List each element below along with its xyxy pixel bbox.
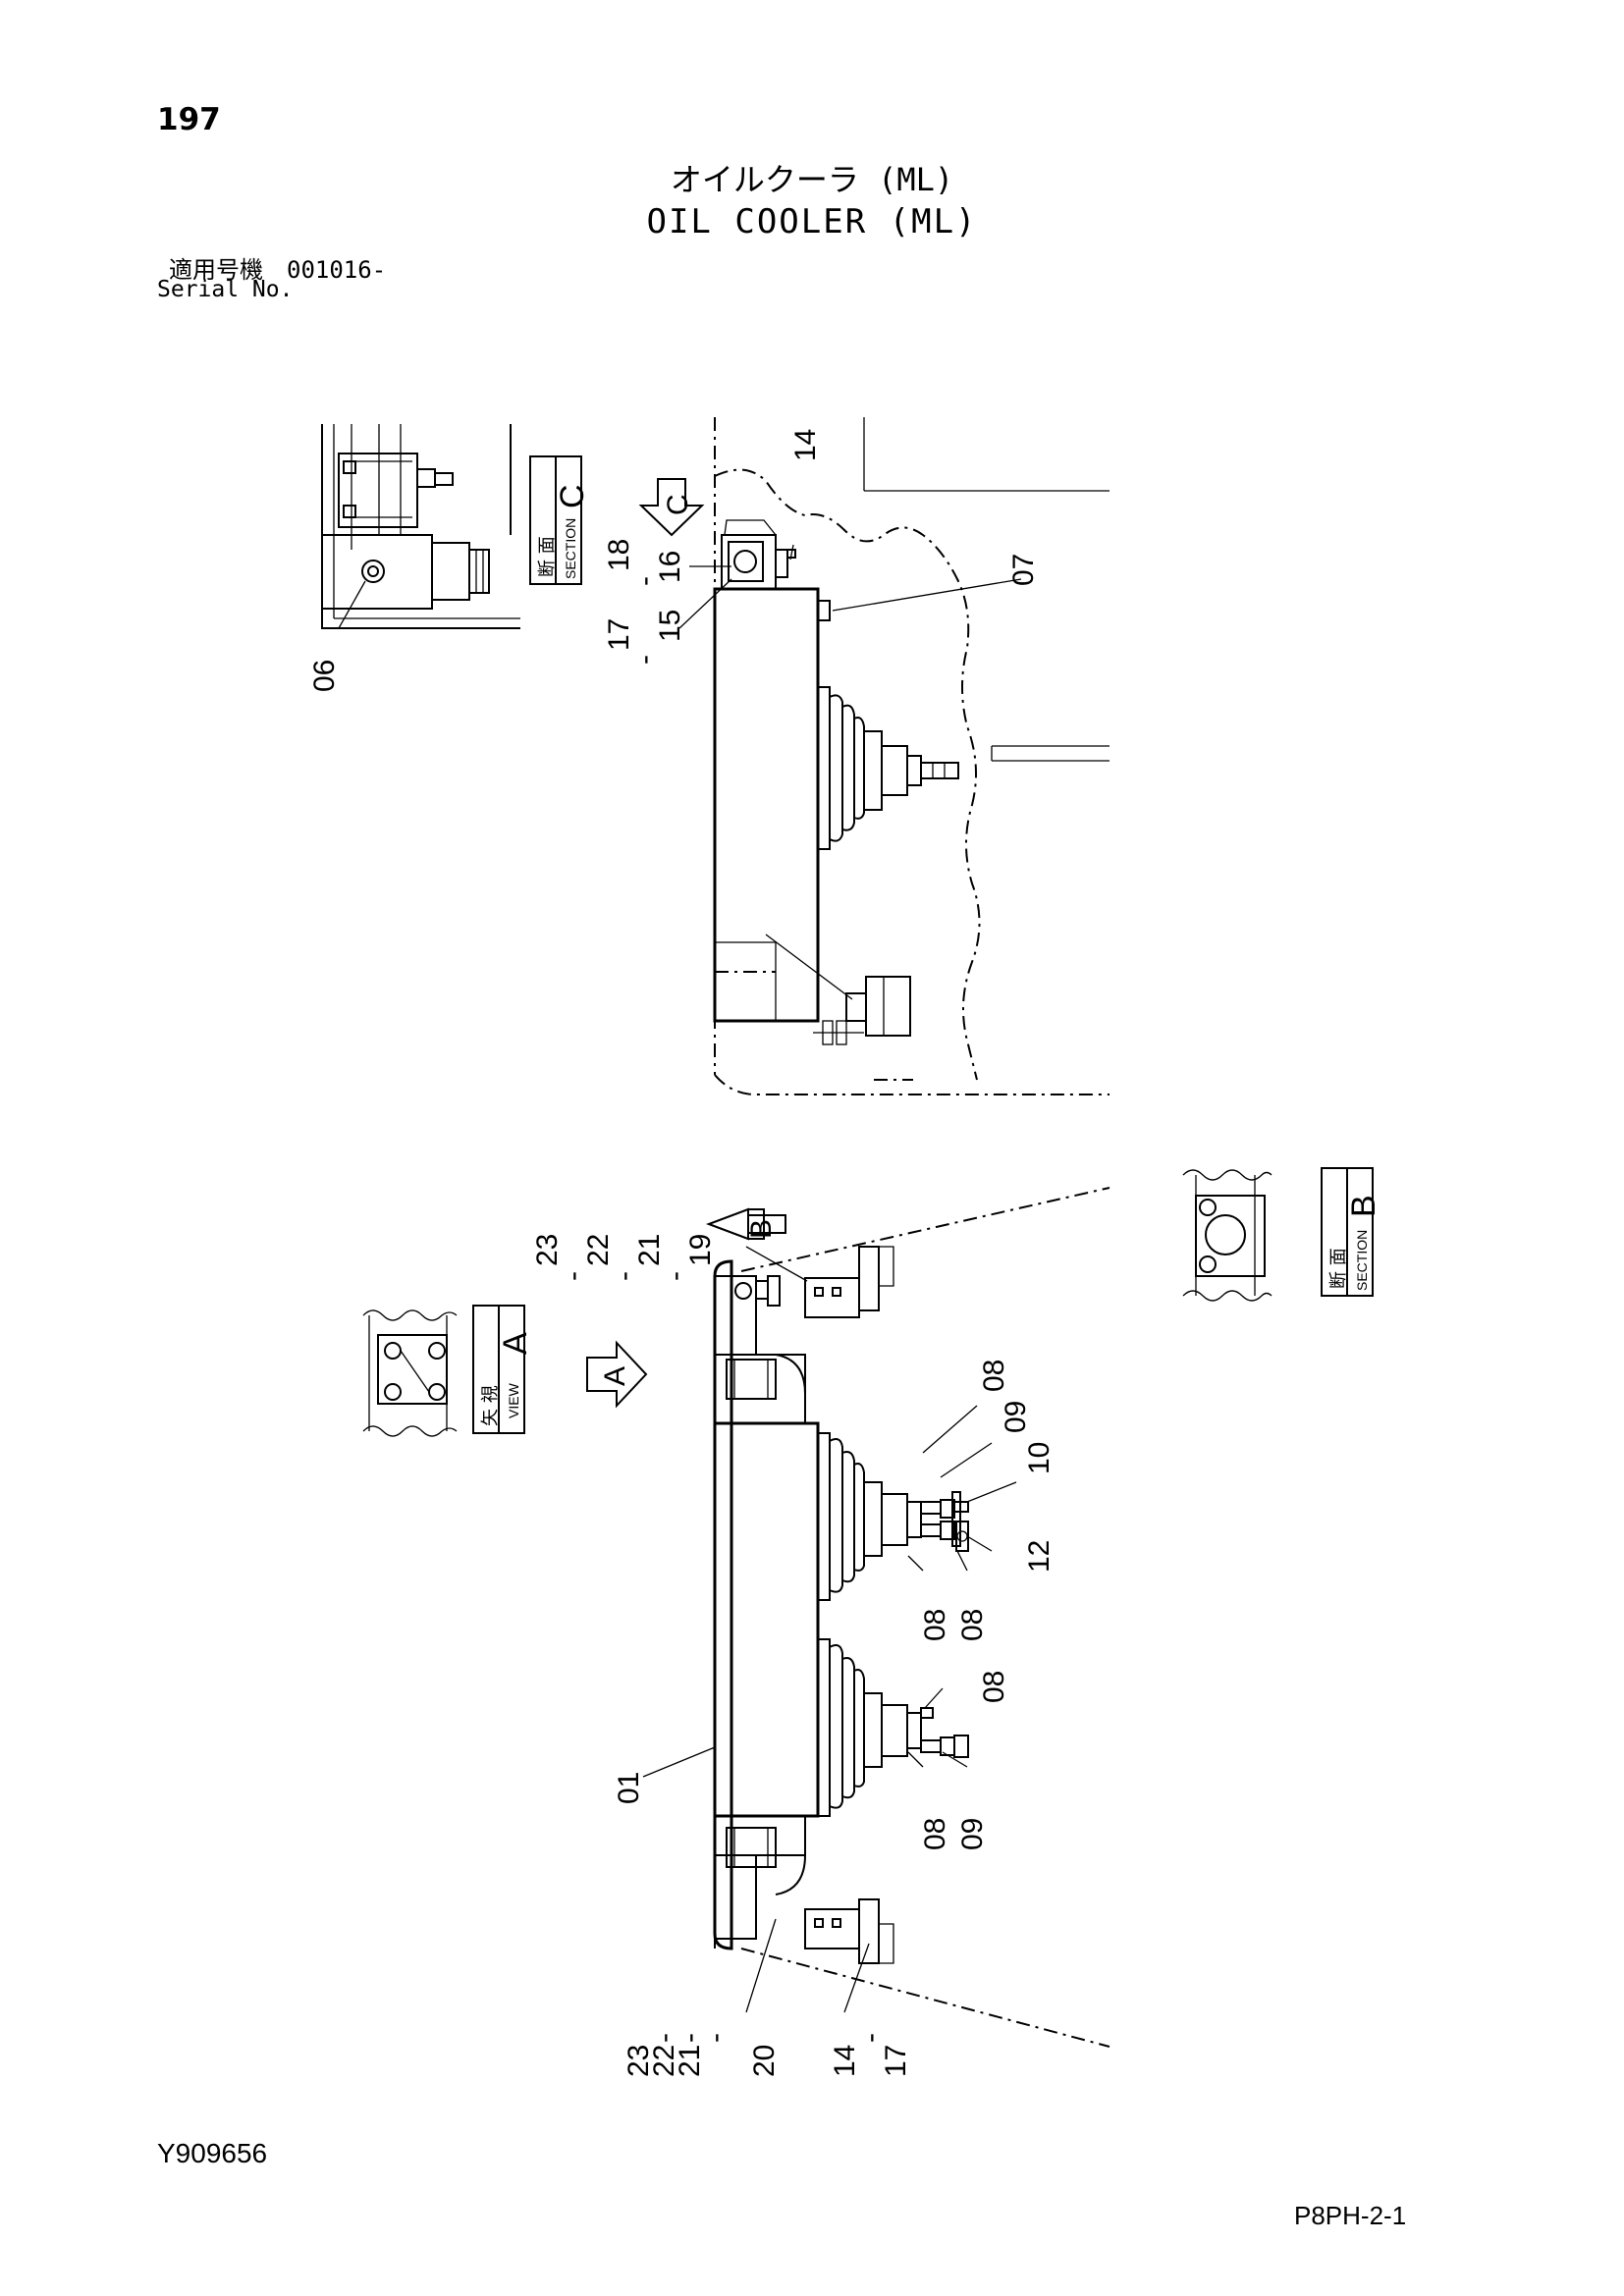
part-label-15: 15: [654, 610, 686, 642]
part-label-dash-18-16: -: [628, 576, 661, 586]
part-label-14: 14: [789, 429, 822, 461]
part-label-17-bottom: 17: [880, 2045, 912, 2077]
part-label-22-top: 22: [582, 1234, 615, 1266]
title-english: OIL COOLER (ML): [646, 202, 978, 241]
arrow-b-letter: B: [745, 1219, 778, 1239]
part-label-01: 01: [613, 1772, 645, 1804]
part-label-07: 07: [1007, 554, 1040, 586]
section-c-jp: 断 面: [537, 536, 558, 577]
section-c-en: SECTION: [563, 518, 578, 579]
part-label-dash-23-22-top: -: [557, 1271, 589, 1281]
part-label-20: 20: [748, 2045, 781, 2077]
part-label-06: 06: [308, 660, 341, 692]
view-a-label: A 矢 視 VIEW: [472, 1305, 534, 1434]
part-label-08-c: 08: [956, 1609, 989, 1641]
part-label-16: 16: [654, 551, 686, 583]
section-c-detail: 06: [308, 424, 520, 692]
part-label-14-bottom: 14: [829, 2045, 861, 2077]
part-label-21-bottom: 21: [674, 2045, 706, 2077]
title-japanese: オイルクーラ (ML): [670, 161, 954, 198]
view-a-en: VIEW: [506, 1382, 521, 1418]
part-label-23-top: 23: [531, 1234, 564, 1266]
part-label-dash-23-22-bottom: -: [648, 2033, 680, 2043]
part-label-08-a: 08: [978, 1360, 1010, 1392]
part-label-dash-17-15: -: [628, 655, 661, 665]
section-c-label: C 断 面 SECTION: [529, 455, 591, 585]
part-label-09-b: 09: [956, 1818, 989, 1850]
drawing-number: Y909656: [157, 2138, 268, 2168]
arrow-c: C: [638, 478, 705, 537]
part-label-12: 12: [1023, 1540, 1056, 1573]
serial-label-japanese: 適用号機 001016-: [169, 256, 387, 284]
part-label-dash-21-20: -: [699, 2033, 731, 2043]
part-label-19: 19: [684, 1234, 717, 1266]
part-label-22-bottom: 22: [648, 2045, 680, 2077]
section-b-detail: [1182, 1169, 1272, 1302]
part-label-dash-22-21-bottom: -: [674, 2033, 706, 2043]
bottom-view-labels: 23 - 22 - 21 - 19 08 09 10 12 08 08 08 0…: [531, 1234, 1056, 2077]
part-label-08-d: 08: [978, 1671, 1010, 1703]
part-label-dash-21-19: -: [659, 1271, 691, 1281]
section-b-jp: 断 面: [1328, 1248, 1349, 1289]
arrow-a-letter: A: [599, 1366, 631, 1386]
section-b-en: SECTION: [1354, 1230, 1370, 1291]
part-label-dash-22-21-top: -: [608, 1271, 640, 1281]
view-a-letter: A: [497, 1332, 534, 1355]
view-a-detail: [362, 1309, 458, 1437]
part-label-18: 18: [603, 539, 635, 571]
part-label-08-e: 08: [919, 1818, 951, 1850]
part-label-23-bottom: 23: [623, 2045, 655, 2077]
page-number: 197: [157, 102, 221, 137]
section-c-letter: C: [554, 484, 591, 508]
part-label-17: 17: [603, 618, 635, 651]
arrow-a: A: [586, 1340, 648, 1409]
part-label-08-b: 08: [919, 1609, 951, 1641]
section-b-label: B 断 面 SECTION: [1321, 1167, 1382, 1297]
arrow-b: B: [706, 1207, 786, 1241]
page-code: P8PH-2-1: [1294, 2201, 1407, 2230]
part-label-21-top: 21: [633, 1234, 666, 1266]
part-label-09-a: 09: [1000, 1401, 1032, 1433]
part-label-10: 10: [1023, 1442, 1056, 1474]
bottom-main-view: [642, 1187, 1110, 2048]
section-b-letter: B: [1345, 1195, 1382, 1217]
top-main-view: [678, 417, 1110, 1095]
arrow-c-letter: C: [662, 494, 694, 515]
part-label-dash-14-17: -: [854, 2033, 887, 2043]
top-view-labels: 14 18 - 16 17 - 15 07: [603, 429, 1040, 665]
view-a-jp: 矢 視: [480, 1385, 501, 1426]
serial-label-english: Serial No.: [157, 277, 294, 302]
